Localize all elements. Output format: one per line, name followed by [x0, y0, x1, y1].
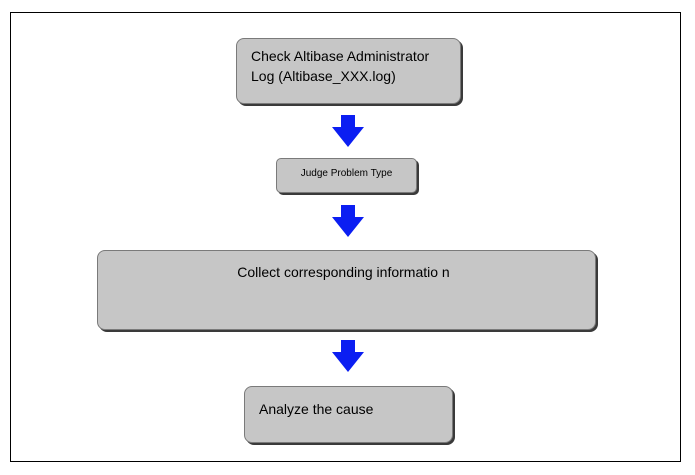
step-collect-information-label: Collect corresponding informatio n [237, 264, 450, 280]
step-check-admin-log-label: Check Altibase Administrator Log (Altiba… [251, 48, 430, 84]
diagram-frame: Check Altibase Administrator Log (Altiba… [10, 12, 681, 462]
step-judge-problem-type-label: Judge Problem Type [300, 168, 393, 179]
down-arrow-icon [332, 205, 364, 237]
step-collect-information: Collect corresponding informatio n [97, 250, 596, 330]
down-arrow-icon [332, 340, 364, 372]
step-check-admin-log: Check Altibase Administrator Log (Altiba… [236, 38, 461, 104]
step-judge-problem-type: Judge Problem Type [276, 158, 417, 193]
step-analyze-cause-label: Analyze the cause [259, 401, 374, 417]
step-analyze-cause: Analyze the cause [244, 386, 453, 443]
down-arrow-icon [332, 115, 364, 147]
